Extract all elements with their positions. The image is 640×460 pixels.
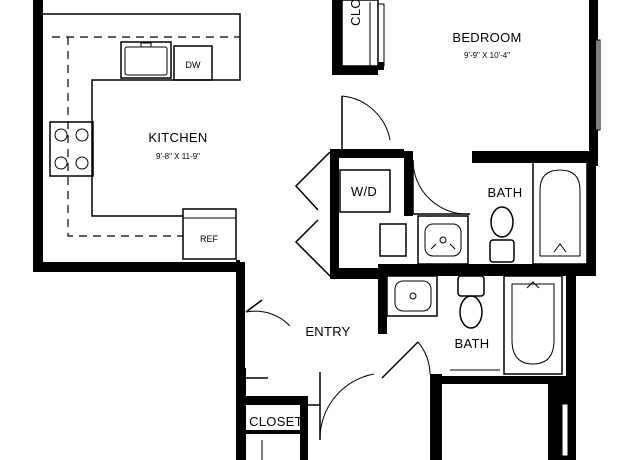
labels: KITCHEN 9'-8" X 11-9" BEDROOM 9'-9" X 10… <box>148 0 522 429</box>
bedroom-label: BEDROOM <box>452 30 521 45</box>
kitchen-dims: 9'-8" X 11-9" <box>156 152 200 161</box>
wall-entry-left-upper <box>236 262 245 372</box>
wall-left-outer <box>33 0 43 272</box>
bathtub <box>532 157 588 265</box>
toilet-bowl <box>490 206 514 238</box>
wall-bedroom-right <box>589 0 598 166</box>
wall-wd-right <box>404 151 413 216</box>
wall-bath-upper-right <box>587 151 596 273</box>
burner-icon <box>54 128 68 142</box>
closet-top-label: CLO <box>348 0 363 26</box>
sink-bowl-lower <box>394 280 432 312</box>
wall-bath-lower-right <box>566 270 576 460</box>
burner-icon <box>75 156 89 170</box>
lower-window <box>561 403 569 457</box>
wall-closet-top <box>246 396 308 405</box>
closet-bottom-label: CLOSET <box>249 414 303 429</box>
bathtub-basin-lower <box>511 283 555 365</box>
wall-entry-left-lower <box>236 368 246 460</box>
wd-bifold-doors <box>294 151 407 277</box>
bath-upper-label: BATH <box>488 185 523 200</box>
kitchen-label: KITCHEN <box>148 130 207 145</box>
entry-door <box>245 299 375 441</box>
bedroom-closet <box>341 0 385 70</box>
tub-faucet <box>553 243 567 253</box>
counter-edge <box>43 13 241 217</box>
tub-faucet-lower <box>526 281 540 289</box>
bath-cabinet <box>379 223 407 257</box>
bathtub-lower <box>503 275 563 375</box>
wall-closet-left <box>332 0 342 74</box>
closet-jamb <box>378 62 384 70</box>
wall-bath-lower-left <box>378 264 387 334</box>
washer-dryer <box>339 169 391 213</box>
wall-closet-bottom <box>332 66 378 75</box>
kitchen-faucet <box>140 42 152 47</box>
entry-label: ENTRY <box>305 324 350 339</box>
wall-bath-lower-bottom <box>440 376 570 384</box>
refrigerator-label: REF <box>200 234 219 244</box>
wall-kitchen-bottom <box>33 262 245 272</box>
wall-closet-right <box>300 396 308 460</box>
closet-door <box>261 404 320 460</box>
upper-bath-fixtures <box>417 157 588 265</box>
bedroom-door <box>341 95 391 150</box>
sink-bowl <box>424 223 462 257</box>
toilet-bowl-lower <box>459 295 483 329</box>
sink-vanity-lower <box>386 275 438 317</box>
wall-wd-left <box>330 149 339 279</box>
wall-bath-lower-left-lower <box>430 374 442 460</box>
wall-bedroom-bottom-right <box>472 151 598 163</box>
upper-cabinets-left <box>67 37 183 237</box>
wall-wd-bottom <box>336 268 382 279</box>
upper-bath-door <box>412 159 471 215</box>
wall-closet-shelf <box>246 430 306 434</box>
range <box>49 121 94 177</box>
kitchen-counter <box>43 13 241 260</box>
wall-bedroom-bottom-left <box>336 149 404 158</box>
lower-bath-door <box>381 341 431 379</box>
toilet-tank-lower <box>457 275 485 297</box>
bedroom-dims: 9'-9" X 10'-4" <box>464 51 510 60</box>
dishwasher <box>173 45 213 81</box>
refrigerator <box>182 208 237 260</box>
toilet-tank <box>489 239 515 263</box>
wall-jamb <box>236 260 240 272</box>
lower-bath-fixtures <box>386 275 563 375</box>
burner-icon <box>75 128 89 142</box>
washer-dryer-label: W/D <box>351 184 377 199</box>
closet-door-slab <box>377 3 385 67</box>
burner-icon <box>54 156 68 170</box>
dishwasher-label: DW <box>186 60 201 70</box>
bathtub-basin <box>539 169 581 257</box>
drain-icon <box>439 236 447 244</box>
kitchen-sink <box>120 41 172 79</box>
drain-icon <box>409 292 417 300</box>
bath-lower-label: BATH <box>455 336 490 351</box>
walls <box>33 0 598 460</box>
bedroom-window <box>595 39 601 131</box>
sink-vanity <box>417 215 469 265</box>
wall-between-baths <box>378 264 596 276</box>
kitchen-sink-basin <box>124 46 168 76</box>
